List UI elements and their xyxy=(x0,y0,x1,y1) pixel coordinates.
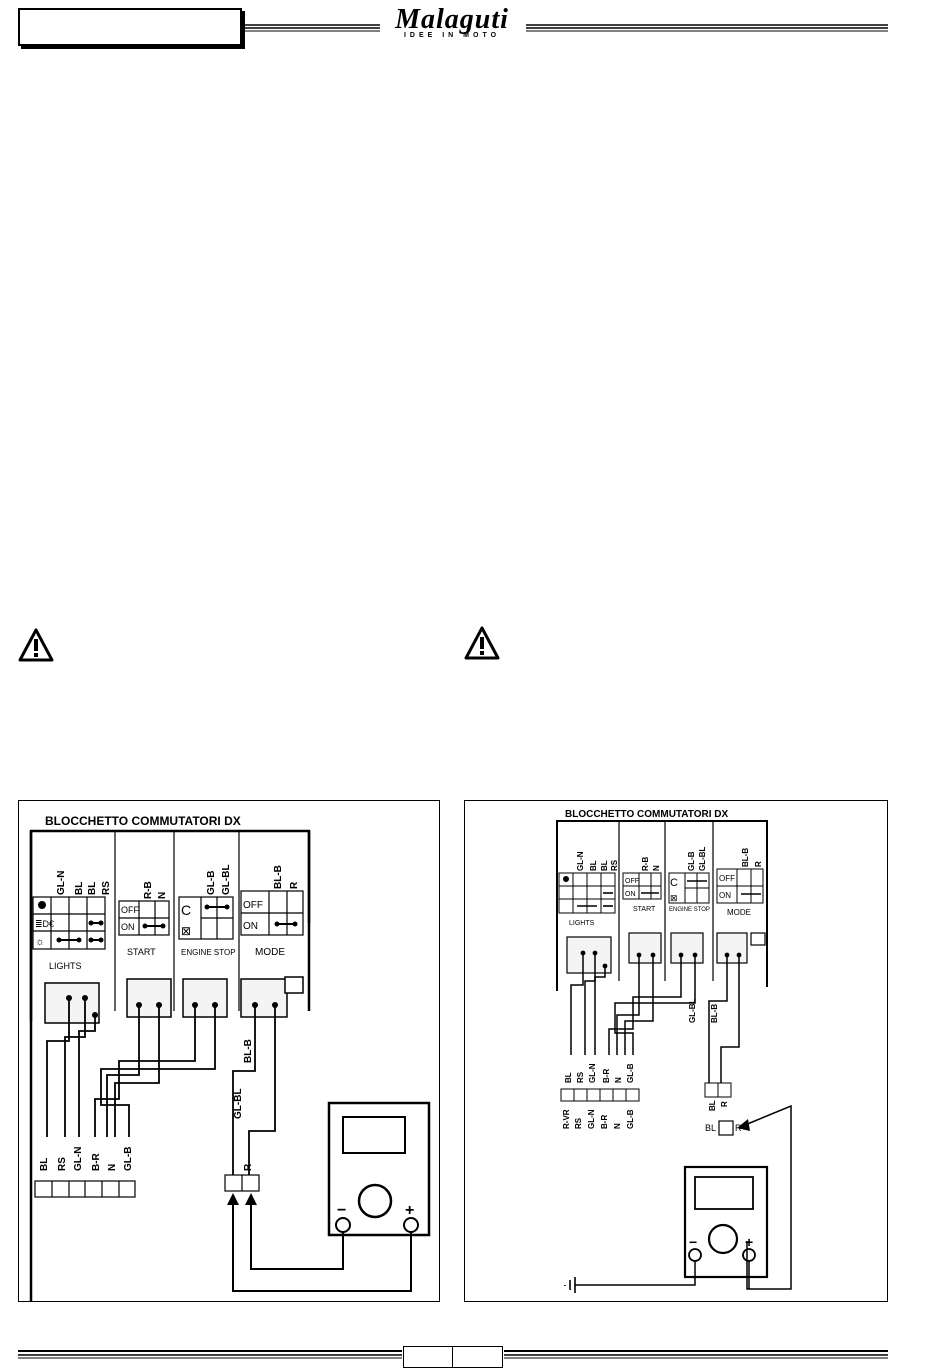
wire-label: BL xyxy=(564,1072,573,1083)
wire-label: GL-N xyxy=(588,1063,597,1083)
mode-label: MODE xyxy=(255,947,285,958)
high-beam-icon: ☼ xyxy=(35,936,45,948)
mode-on-label: ON xyxy=(719,891,731,900)
lights-label: LIGHTS xyxy=(569,920,595,927)
start-label: START xyxy=(127,947,156,957)
wire-label: R-B xyxy=(143,881,154,899)
test-connector xyxy=(224,1174,260,1192)
wire-label: BL xyxy=(589,860,598,871)
start-on-label: ON xyxy=(121,922,135,932)
wire-label: N xyxy=(614,1077,623,1083)
connector-strip xyxy=(34,1180,136,1198)
start-label: START xyxy=(633,906,656,913)
wire-label: R-VR xyxy=(562,1109,571,1129)
multimeter xyxy=(683,1165,769,1279)
start-off-label: OFF xyxy=(121,905,139,915)
mode-off-label: OFF xyxy=(719,874,735,883)
wire-label: R xyxy=(754,861,763,867)
wire-label: RS xyxy=(101,881,112,895)
wire-label: GL-N xyxy=(56,871,67,895)
engine-stop-label: ENGINE STOP xyxy=(669,907,710,913)
wire-label: GL-BL xyxy=(233,1088,244,1119)
wire-label: GL-N xyxy=(73,1147,84,1171)
dipped-beam-icon: ≣D€ xyxy=(35,919,54,929)
wire-label: R-B xyxy=(641,857,650,871)
header-section-box xyxy=(18,8,242,46)
wire-label: GL-B xyxy=(206,871,217,895)
header-rule-right xyxy=(526,24,888,32)
diagram-title: BLOCCHETTO COMMUTATORI DX xyxy=(565,809,728,820)
engine-stop-icon: ⊠ xyxy=(181,924,191,938)
multimeter-minus: − xyxy=(689,1234,697,1250)
wire-label: GL-N xyxy=(576,851,585,871)
mode-off-label: OFF xyxy=(243,900,263,911)
diagram-right-svg: BLOCCHETTO COMMUTATORI DX GL-N BL BL RS … xyxy=(556,809,792,1293)
wire-label: B-R xyxy=(91,1152,102,1171)
footer-rule-right xyxy=(504,1350,888,1359)
warning-triangle-icon xyxy=(464,626,500,660)
wire-label: RS xyxy=(57,1157,68,1171)
wire-label: R xyxy=(720,1101,729,1107)
wire-label: BL xyxy=(708,1100,717,1111)
wire-label: BL-B xyxy=(710,1004,719,1023)
wire-label: BL xyxy=(87,882,98,895)
ground-symbol xyxy=(564,1277,576,1293)
footer-rule-left xyxy=(18,1350,402,1359)
diagram-title: BLOCCHETTO COMMUTATORI DX xyxy=(45,814,241,828)
wire-label: BL-B xyxy=(741,848,750,867)
mode-label: MODE xyxy=(727,908,751,917)
wire-label: BL xyxy=(600,860,609,871)
wire-label: B-R xyxy=(602,1069,611,1083)
wire-label: B-R xyxy=(600,1115,609,1129)
connector-bl-label: BL xyxy=(705,1123,716,1133)
warning-triangle-icon xyxy=(18,628,54,662)
wire-label: BL-B xyxy=(273,865,284,889)
multimeter-plus: + xyxy=(745,1234,753,1250)
wire-label: GL-B xyxy=(687,851,696,871)
wire-label: N xyxy=(613,1123,622,1129)
wire-label: GL-BL xyxy=(221,864,232,895)
wire-label: BL xyxy=(74,882,85,895)
engine-stop-icon: ⊠ xyxy=(670,893,678,903)
engine-run-icon: C xyxy=(181,902,191,918)
multimeter-minus: − xyxy=(337,1202,346,1219)
wire-label: N xyxy=(652,865,661,871)
wiring-diagram-right: BLOCCHETTO COMMUTATORI DX GL-N BL BL RS … xyxy=(464,800,888,1302)
engine-stop-label: ENGINE STOP xyxy=(181,948,236,957)
wire-label: N xyxy=(157,892,168,899)
wire-label: R xyxy=(289,881,300,889)
mode-on-label: ON xyxy=(243,921,258,932)
lights-label: LIGHTS xyxy=(49,961,82,971)
wire-label: GL-B xyxy=(626,1109,635,1129)
wire-label: GL-BL xyxy=(688,998,697,1023)
wire-label: GL-N xyxy=(587,1109,596,1129)
wire-label: BL-B xyxy=(243,1039,254,1063)
connector-pin xyxy=(718,1120,734,1136)
wire-label: RS xyxy=(576,1071,585,1083)
wire-label: R xyxy=(243,1163,254,1171)
wiring-diagram-left: BLOCCHETTO COMMUTATORI DX ≣D€ ☼ GL-N BL … xyxy=(18,800,440,1323)
diagram-left-svg: BLOCCHETTO COMMUTATORI DX ≣D€ ☼ GL-N BL … xyxy=(29,814,431,1323)
connector-strip xyxy=(560,1088,640,1102)
wire-label: RS xyxy=(610,859,619,871)
wire-label: BL xyxy=(39,1158,50,1171)
start-off-label: OFF xyxy=(625,878,639,885)
wire-label: GL-B xyxy=(626,1063,635,1083)
test-connector xyxy=(704,1082,732,1098)
multimeter xyxy=(327,1101,431,1237)
wire-label: N xyxy=(107,1164,118,1171)
engine-run-icon: C xyxy=(670,877,678,889)
header-rule-left xyxy=(240,24,380,32)
malaguti-logo: Malaguti IDEE IN MOTO xyxy=(395,4,509,40)
wire-label: GL-BL xyxy=(698,846,707,871)
page-number-box xyxy=(403,1346,503,1368)
wire-label: GL-B xyxy=(123,1147,134,1171)
start-on-label: ON xyxy=(625,891,636,898)
wire-label: RS xyxy=(574,1117,583,1129)
multimeter-plus: + xyxy=(405,1202,414,1219)
